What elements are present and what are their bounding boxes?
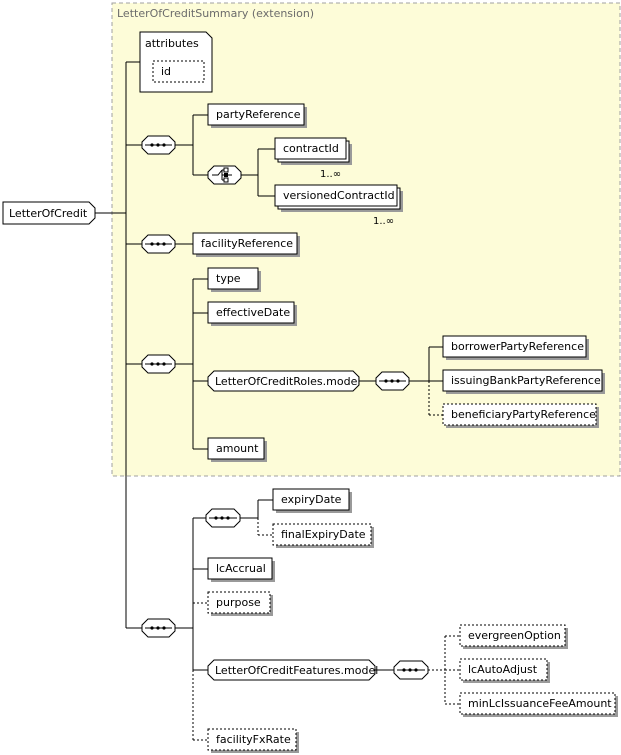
root-element[interactable]: LetterOfCredit (2, 201, 96, 225)
attribute-id[interactable] (152, 60, 205, 83)
element-facilityFxRate-label: facilityFxRate (216, 733, 291, 746)
element-contractId[interactable]: contractId 1..∞ (274, 137, 352, 180)
element-partyReference[interactable]: partyReference (207, 103, 307, 128)
element-versionedContractId[interactable]: versionedContractId 1..∞ (274, 184, 403, 227)
group-LetterOfCreditRoles-model-label: LetterOfCreditRoles.model (215, 375, 360, 388)
group-LetterOfCreditFeatures-model[interactable]: LetterOfCreditFeatures.model (207, 659, 378, 681)
element-amount[interactable]: amount (207, 437, 267, 462)
element-contractId-label: contractId (283, 142, 339, 155)
element-beneficiaryPartyReference-label: beneficiaryPartyReference (451, 408, 596, 421)
element-minLcIssuanceFeeAmount[interactable]: minLcIssuanceFeeAmount (459, 692, 618, 717)
sequence-compositor-5 (205, 508, 241, 528)
element-partyReference-label: partyReference (216, 108, 301, 121)
sequence-compositor-4 (141, 618, 176, 638)
element-lcAutoAdjust[interactable]: lcAutoAdjust (459, 658, 550, 683)
element-finalExpiryDate-label: finalExpiryDate (281, 528, 366, 541)
element-type-label: type (216, 272, 241, 285)
element-minLcIssuanceFeeAmount-label: minLcIssuanceFeeAmount (468, 697, 612, 710)
sequence-compositor-1 (141, 135, 176, 155)
element-effectiveDate[interactable]: effectiveDate (207, 301, 297, 326)
element-facilityFxRate[interactable]: facilityFxRate (207, 728, 299, 753)
group-LetterOfCreditRoles-model[interactable]: LetterOfCreditRoles.model (207, 370, 360, 392)
element-type[interactable]: type (207, 267, 261, 292)
sequence-compositor-2 (141, 234, 176, 254)
element-evergreenOption[interactable]: evergreenOption (459, 624, 568, 649)
element-borrowerPartyReference[interactable]: borrowerPartyReference (442, 335, 589, 360)
element-purpose[interactable]: purpose (207, 591, 273, 616)
connector-lines (95, 61, 443, 671)
element-expiryDate-label: expiryDate (281, 493, 342, 506)
attributes-group: attributes id (139, 31, 213, 93)
extension-title: LetterOfCreditSummary (extension) (117, 7, 314, 20)
element-lcAccrual-label: lcAccrual (216, 562, 266, 575)
element-issuingBankPartyReference[interactable]: issuingBankPartyReference (442, 369, 605, 394)
element-issuingBankPartyReference-label: issuingBankPartyReference (451, 374, 601, 387)
element-purpose-label: purpose (216, 596, 261, 609)
contractId-cardinality: 1..∞ (320, 169, 341, 180)
sequence-compositor-3 (141, 354, 176, 374)
group-LetterOfCreditFeatures-model-label: LetterOfCreditFeatures.model (215, 664, 378, 677)
element-evergreenOption-label: evergreenOption (468, 629, 561, 642)
element-beneficiaryPartyReference[interactable]: beneficiaryPartyReference (442, 403, 599, 428)
attribute-id-label: id (161, 65, 171, 78)
element-borrowerPartyReference-label: borrowerPartyReference (451, 340, 584, 353)
element-facilityReference-label: facilityReference (201, 237, 293, 250)
optional-connector-lines (192, 381, 460, 741)
element-facilityReference[interactable]: facilityReference (192, 232, 300, 257)
attributes-title: attributes (145, 37, 199, 50)
element-finalExpiryDate[interactable]: finalExpiryDate (272, 523, 374, 548)
element-expiryDate[interactable]: expiryDate (272, 488, 352, 513)
element-effectiveDate-label: effectiveDate (216, 306, 290, 319)
versionedContractId-cardinality: 1..∞ (373, 216, 394, 227)
sequence-compositor-roles (375, 371, 410, 391)
choice-compositor (207, 165, 242, 185)
sequence-compositor-features (393, 660, 429, 680)
root-label: LetterOfCredit (9, 207, 88, 220)
element-lcAccrual[interactable]: lcAccrual (207, 557, 275, 582)
element-versionedContractId-label: versionedContractId (283, 189, 395, 202)
element-amount-label: amount (216, 442, 259, 455)
element-lcAutoAdjust-label: lcAutoAdjust (468, 663, 538, 676)
